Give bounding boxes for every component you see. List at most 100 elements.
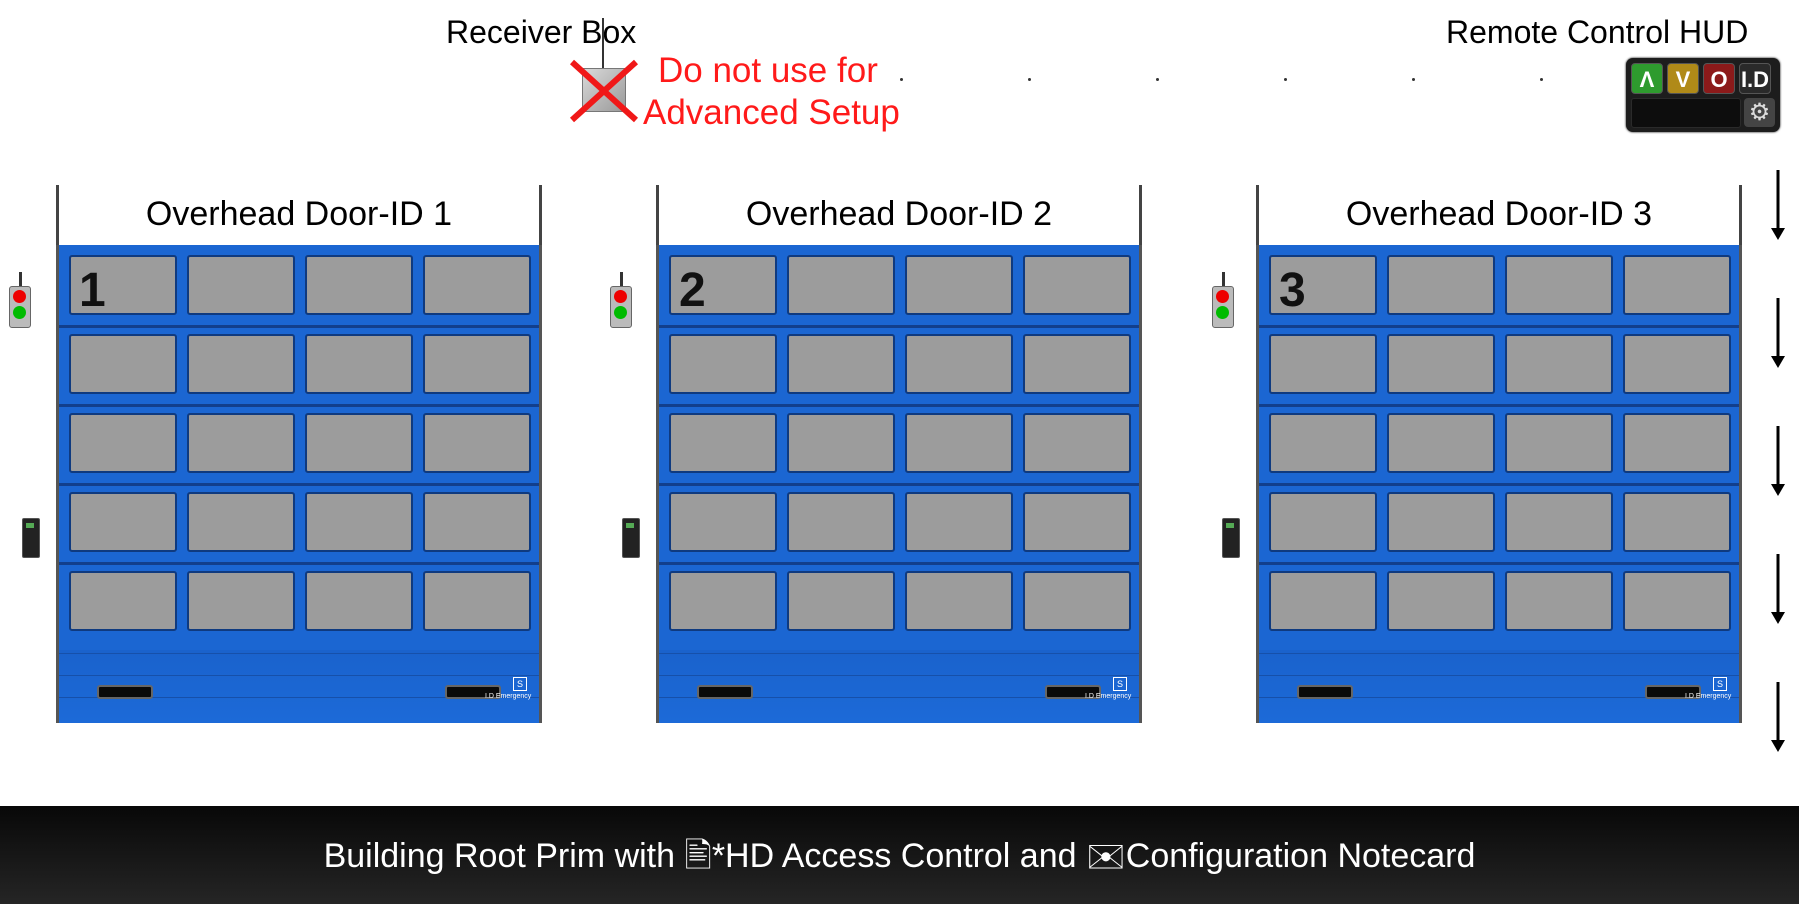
door-window <box>669 413 777 473</box>
door-window <box>1269 492 1377 552</box>
down-arrow-icon <box>1771 170 1785 240</box>
door-window <box>69 492 177 552</box>
door-window <box>69 413 177 473</box>
door-window <box>305 334 413 394</box>
door-number: 2 <box>679 264 706 317</box>
dotted-connector <box>900 78 1560 82</box>
cross-icon <box>569 59 639 123</box>
door-window <box>187 571 295 631</box>
door-window <box>69 255 177 315</box>
door-window <box>1505 413 1613 473</box>
door-handle <box>1297 685 1353 699</box>
door-handle <box>97 685 153 699</box>
keypad-icon <box>22 518 40 558</box>
door-window <box>187 334 295 394</box>
settings-gear-icon[interactable]: ⚙ <box>1744 98 1775 127</box>
door-window <box>423 492 531 552</box>
door-window <box>787 492 895 552</box>
door-title: Overhead Door-ID 2 <box>745 195 1053 233</box>
door-window <box>1505 334 1613 394</box>
door-window <box>1387 492 1495 552</box>
door-window <box>423 571 531 631</box>
door-window <box>669 571 777 631</box>
door-window <box>1023 571 1131 631</box>
door-title: Overhead Door-ID 1 <box>145 195 453 233</box>
down-arrow-icon <box>1771 426 1785 496</box>
door-window <box>1387 413 1495 473</box>
door-window <box>905 255 1013 315</box>
door-handle <box>1045 685 1101 699</box>
remote-control-hud: Λ V O I.D ⚙ <box>1626 58 1780 132</box>
door-header: Overhead Door-ID 1 <box>56 185 542 245</box>
down-arrow-icon <box>1771 682 1785 752</box>
hud-display <box>1631 98 1741 128</box>
door-window <box>1023 492 1131 552</box>
door-window <box>1269 413 1377 473</box>
door-number: 1 <box>79 264 106 317</box>
door-header: Overhead Door-ID 2 <box>656 185 1142 245</box>
door-window <box>305 413 413 473</box>
building-root-prim-bar: Building Root Prim with 🖹*HD Access Cont… <box>0 806 1799 904</box>
door-window <box>787 413 895 473</box>
door-window <box>423 413 531 473</box>
door-window <box>1623 413 1731 473</box>
door-badge: S <box>513 677 527 691</box>
door-window <box>787 255 895 315</box>
door-window <box>1623 571 1731 631</box>
door-window <box>905 413 1013 473</box>
door-window <box>1505 492 1613 552</box>
door-brand-logo: I.D Emergency <box>485 693 532 700</box>
hud-logo-button[interactable]: I.D <box>1739 63 1771 94</box>
door-window <box>1023 413 1131 473</box>
traffic-light-icon <box>1212 272 1234 328</box>
door-title: Overhead Door-ID 3 <box>1345 195 1653 233</box>
building-root-prim-label: Building Root Prim with 🖹*HD Access Cont… <box>323 837 1476 875</box>
door-window <box>905 334 1013 394</box>
down-arrow-icon <box>1771 554 1785 624</box>
door-header: Overhead Door-ID 3 <box>1256 185 1742 245</box>
keypad-icon <box>1222 518 1240 558</box>
door-window <box>905 571 1013 631</box>
door-window <box>1023 255 1131 315</box>
door-window <box>69 571 177 631</box>
door-window <box>187 413 295 473</box>
door-window <box>787 334 895 394</box>
door-window <box>1623 492 1731 552</box>
door-brand-logo: I.D Emergency <box>1685 693 1732 700</box>
door-window <box>669 255 777 315</box>
door-window <box>305 492 413 552</box>
door-window <box>1387 255 1495 315</box>
door-window <box>187 492 295 552</box>
door-brand-logo: I.D Emergency <box>1085 693 1132 700</box>
door-window <box>1505 255 1613 315</box>
door-handle <box>445 685 501 699</box>
door-window <box>69 334 177 394</box>
door-window <box>669 334 777 394</box>
door-window <box>1505 571 1613 631</box>
door-window <box>305 255 413 315</box>
door-handle <box>697 685 753 699</box>
hud-up-button[interactable]: Λ <box>1631 63 1663 94</box>
warning-line-2: Advanced Setup <box>643 93 900 132</box>
door-window <box>423 255 531 315</box>
door-window <box>1387 334 1495 394</box>
door-number: 3 <box>1279 264 1306 317</box>
door-window <box>1269 255 1377 315</box>
hud-down-button[interactable]: V <box>1667 63 1699 94</box>
door-window <box>1623 334 1731 394</box>
door-window <box>787 571 895 631</box>
door-window <box>1623 255 1731 315</box>
door-window <box>1387 571 1495 631</box>
traffic-light-icon <box>9 272 31 328</box>
down-arrow-icon <box>1771 298 1785 368</box>
door-window <box>1269 334 1377 394</box>
warning-line-1: Do not use for <box>658 51 878 90</box>
hud-stop-button[interactable]: O <box>1703 63 1735 94</box>
remote-hud-label: Remote Control HUD <box>1446 14 1749 50</box>
door-window <box>905 492 1013 552</box>
